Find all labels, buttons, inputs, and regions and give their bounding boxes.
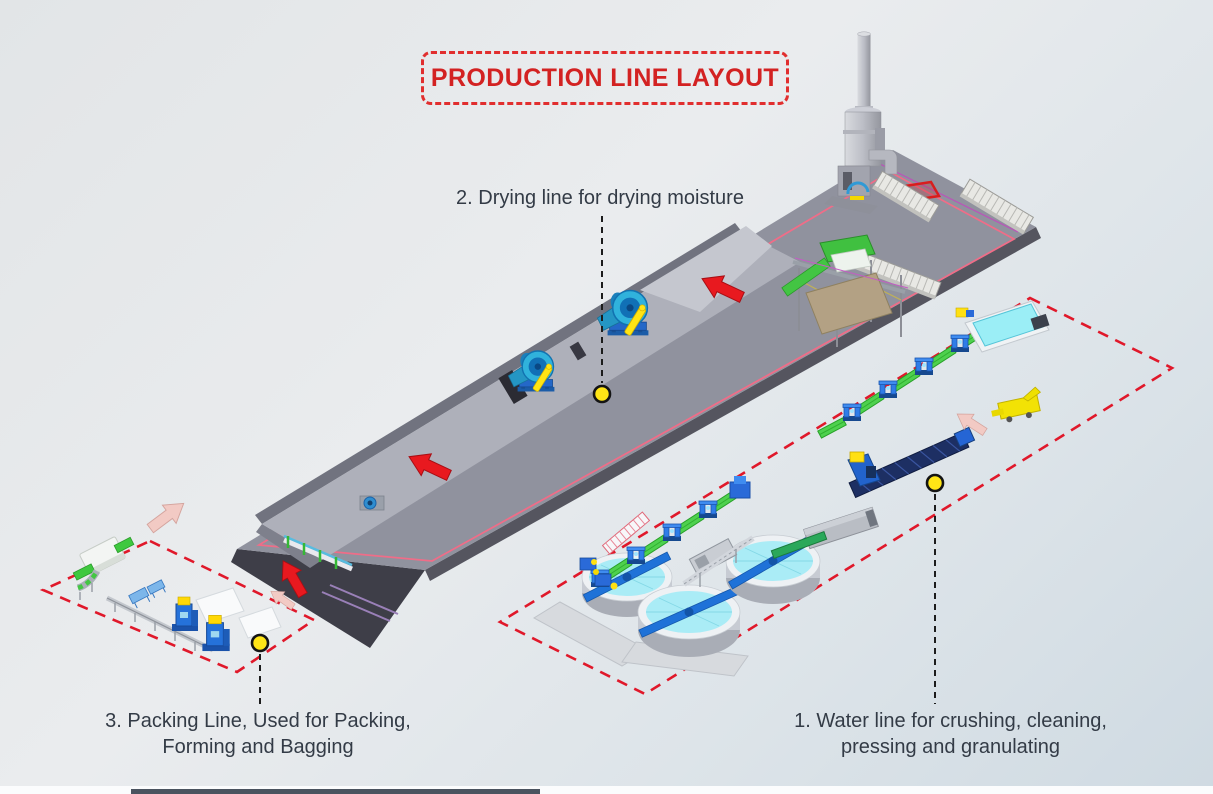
water-line (533, 300, 1050, 677)
ladder-conveyor (601, 511, 651, 555)
callout-dot-water (925, 473, 945, 493)
mixing-station (781, 234, 909, 347)
chimney-dust-collector (824, 31, 898, 214)
forming-frame-1 (195, 587, 245, 624)
bottom-white-strip (0, 786, 1213, 794)
callout-text-line1: 1. Water line for crushing, cleaning, (794, 710, 1107, 732)
callout-text: 2. Drying line for drying moisture (456, 187, 744, 209)
water-line-region-boundary (497, 296, 1175, 696)
callout-label-water: 1. Water line for crushing, cleaning, pr… (763, 708, 1138, 760)
belt-conveyor-1 (872, 170, 940, 223)
deck-magenta-line (879, 163, 1019, 233)
incline-belt (781, 257, 831, 297)
exhaust-elbow-duct (868, 149, 898, 175)
callout-text-line2: Forming and Bagging (162, 736, 354, 758)
crusher-feed-conveyor (848, 426, 976, 499)
blue-table-1 (128, 586, 151, 609)
flow-arrow-pink-packing (142, 493, 192, 539)
crusher-unit (847, 451, 881, 487)
deck-fan-unit (359, 495, 385, 511)
wash-tank (955, 300, 1050, 353)
ramp-inset-small (569, 341, 587, 361)
callout-leaders (250, 216, 945, 705)
diagram-title-box: PRODUCTION LINE LAYOUT (421, 51, 789, 105)
packing-machine-2 (202, 615, 230, 652)
chimney-stack (857, 34, 871, 112)
callout-dot-packing (250, 633, 270, 653)
exhaust-fan (837, 165, 871, 197)
callout-label-packing: 3. Packing Line, Used for Packing, Formi… (76, 708, 440, 760)
clarifier-tank-middle (637, 584, 741, 657)
packing-line (72, 493, 282, 653)
packing-line-region-boundary (39, 539, 317, 674)
ramp-door-inset (498, 370, 528, 404)
callout-dot-drying (592, 384, 612, 404)
hopper-box (805, 272, 893, 335)
callout-text-line2: pressing and granulating (840, 736, 1061, 758)
packing-machine-1 (172, 596, 198, 631)
platform-end-face (231, 549, 425, 648)
forming-frame-2 (238, 606, 282, 639)
discharge-conveyor (283, 534, 399, 622)
bottom-dark-strip (131, 789, 540, 794)
platform-side-face (425, 227, 1041, 581)
diagram-title: PRODUCTION LINE LAYOUT (430, 63, 780, 92)
callout-label-drying: 2. Drying line for drying moisture (420, 185, 780, 211)
tank-feed-belt (770, 531, 828, 559)
blue-table-2 (146, 579, 166, 598)
drying-fan-2 (596, 289, 650, 337)
main-platform (231, 31, 1041, 648)
yellow-loader-machine (991, 386, 1042, 423)
press-chain-lower (579, 476, 751, 590)
callout-text-line1: 3. Packing Line, Used for Packing, (105, 710, 411, 732)
belt-conveyor-2 (959, 178, 1035, 235)
